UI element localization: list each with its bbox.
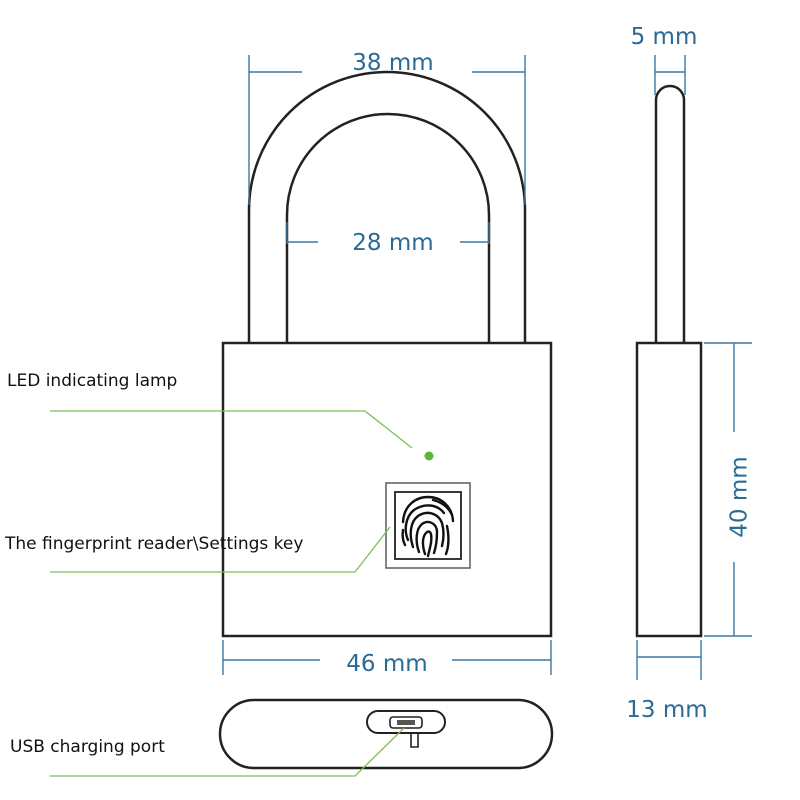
- dim-shackle-inner-width: 28 mm: [352, 230, 433, 256]
- bottom-view: [218, 698, 554, 770]
- callout-leaders: [50, 410, 413, 777]
- side-view: [635, 84, 703, 638]
- dim-shackle-thickness: 5 mm: [631, 24, 698, 50]
- callout-fingerprint-reader: The fingerprint reader\Settings key: [4, 534, 303, 554]
- dim-body-thickness: 13 mm: [626, 697, 707, 723]
- lock-body-bottom: [218, 698, 554, 770]
- usb-port: [366, 710, 446, 748]
- shackle-front: [247, 70, 527, 343]
- led-indicator: [424, 451, 434, 461]
- dim-shackle-outer-width: 38 mm: [352, 50, 433, 76]
- dim-body-height: 40 mm: [727, 456, 753, 537]
- callout-usb-port: USB charging port: [10, 737, 165, 757]
- lock-body-side: [635, 341, 703, 638]
- lock-body-front: [221, 341, 553, 638]
- callout-led-lamp: LED indicating lamp: [7, 371, 177, 391]
- fingerprint-icon: [401, 495, 455, 558]
- dimension-lines: [222, 55, 752, 680]
- fingerprint-reader: [385, 482, 471, 569]
- dim-body-width: 46 mm: [346, 651, 427, 677]
